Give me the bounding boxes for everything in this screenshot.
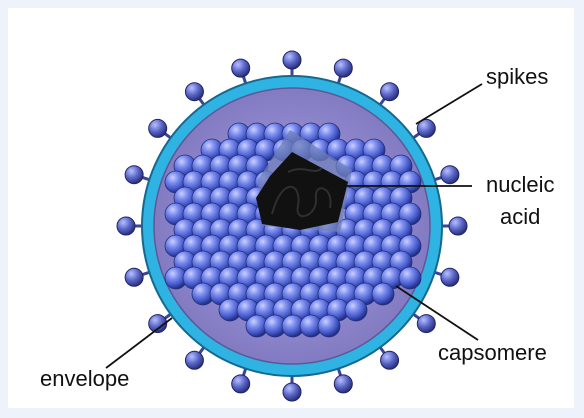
envelope-pointer [106,318,172,368]
spike [381,83,399,101]
nucleic-acid-label-line1: nucleic [486,172,554,197]
spike [283,51,301,69]
capsomere [399,267,421,289]
spike [334,59,352,77]
spike [449,217,467,235]
spikes-pointer [416,84,482,124]
capsomere [345,299,367,321]
spike [125,268,143,286]
envelope-label: envelope [40,366,129,391]
spike [381,351,399,369]
spike [117,217,135,235]
spikes-label: spikes [486,64,548,89]
spike [441,166,459,184]
spike [232,59,250,77]
capsomere [318,315,340,337]
spike [149,119,167,137]
spike [232,375,250,393]
spike [283,383,301,401]
spike [334,375,352,393]
nucleic-acid-label-line2: acid [500,204,540,229]
capsomere-label: capsomere [438,340,547,365]
spike [125,166,143,184]
spike [441,268,459,286]
spike [185,351,203,369]
spike [417,315,435,333]
capsomere [372,283,394,305]
spike [185,83,203,101]
